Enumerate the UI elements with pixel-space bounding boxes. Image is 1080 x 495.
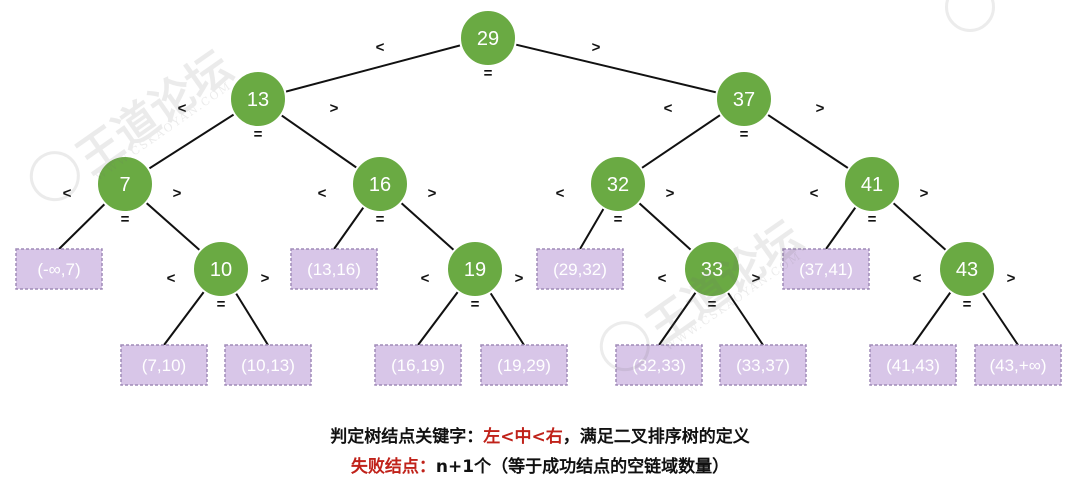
relation-equal-n10: =	[217, 296, 226, 313]
tree-node-7: 7	[96, 155, 154, 213]
relation-left-n16: <	[318, 185, 327, 202]
binary-search-decision-tree: (-∞,7) (7,10) (10,13) (13,16) (16,19) (19,29)…	[15, 9, 1062, 386]
relation-right-n16: >	[428, 185, 437, 202]
tree-node-label: 43	[956, 259, 978, 281]
failure-node-label: (-∞,7)	[37, 260, 80, 279]
caption-line-2: 失败结点：n+1个（等于成功结点的空链域数量）	[0, 452, 1080, 477]
relation-right-n10: >	[261, 270, 270, 287]
failure-node-label: (37,41)	[799, 260, 853, 279]
tree-node-13: 13	[229, 70, 287, 128]
relation-left-n37: <	[664, 100, 673, 117]
failure-node-label: (7,10)	[142, 356, 186, 375]
relation-right-n32: >	[666, 185, 675, 202]
caption-1-prefix: 判定树结点关键字：	[330, 427, 484, 447]
relation-left-n33: <	[658, 270, 667, 287]
tree-node-33: 33	[683, 240, 741, 298]
relation-equal-n16: =	[376, 211, 385, 228]
tree-node-41: 41	[843, 155, 901, 213]
relation-right-n13: >	[330, 100, 339, 117]
tree-node-label: 10	[210, 259, 232, 281]
failure-node-label: (13,16)	[307, 260, 361, 279]
tree-node-label: 13	[247, 89, 269, 111]
tree-node-10: 10	[192, 240, 250, 298]
tree-node-label: 33	[701, 259, 723, 281]
failure-node-f11: (41,43)	[869, 344, 957, 386]
relation-equal-n43: =	[963, 296, 972, 313]
failure-node-f12: (43,+∞)	[974, 344, 1062, 386]
failure-node-label: (29,32)	[553, 260, 607, 279]
failure-node-f6: (19,29)	[480, 344, 568, 386]
relation-left-n29: <	[376, 39, 385, 56]
relation-left-n41: <	[810, 185, 819, 202]
failure-node-f1: (-∞,7)	[15, 248, 103, 290]
relation-left-n43: <	[913, 270, 922, 287]
failure-node-f4: (13,16)	[290, 248, 378, 290]
tree-node-16: 16	[351, 155, 409, 213]
tree-node-label: 37	[733, 89, 755, 111]
caption-2-suffix: n+1个（等于成功结点的空链域数量）	[435, 457, 730, 477]
failure-node-label: (33,37)	[736, 356, 790, 375]
tree-node-43: 43	[938, 240, 996, 298]
relation-equal-n29: =	[484, 65, 493, 82]
tree-node-29: 29	[459, 9, 517, 67]
failure-node-label: (41,43)	[886, 356, 940, 375]
relation-right-n37: >	[816, 100, 825, 117]
tree-node-32: 32	[589, 155, 647, 213]
caption-1-highlight: 左<中<右	[483, 427, 563, 447]
relation-right-n43: >	[1007, 270, 1016, 287]
relation-left-n7: <	[63, 185, 72, 202]
relation-right-n29: >	[592, 39, 601, 56]
failure-node-f3: (10,13)	[224, 344, 312, 386]
relation-right-n19: >	[515, 270, 524, 287]
relation-left-n10: <	[167, 270, 176, 287]
failure-node-f7: (29,32)	[536, 248, 624, 290]
relation-right-n7: >	[173, 185, 182, 202]
tree-node-label: 29	[477, 28, 499, 50]
tree-node-label: 19	[464, 259, 486, 281]
tree-node-37: 37	[715, 70, 773, 128]
tree-node-label: 7	[119, 174, 130, 196]
caption-2-highlight: 失败结点：	[350, 457, 436, 477]
failure-node-f8: (32,33)	[615, 344, 703, 386]
failure-node-f2: (7,10)	[120, 344, 208, 386]
tree-node-label: 41	[861, 174, 883, 196]
relation-left-n32: <	[556, 185, 565, 202]
relation-equal-n19: =	[471, 296, 480, 313]
relation-left-n19: <	[421, 270, 430, 287]
failure-node-label: (19,29)	[497, 356, 551, 375]
failure-node-f5: (16,19)	[374, 344, 462, 386]
relation-right-n33: >	[752, 270, 761, 287]
relation-equal-n13: =	[254, 126, 263, 143]
caption-1-suffix: ，满足二叉排序树的定义	[562, 427, 750, 447]
failure-node-f9: (33,37)	[719, 344, 807, 386]
failure-node-label: (32,33)	[632, 356, 686, 375]
failure-node-label: (43,+∞)	[989, 356, 1046, 375]
failure-node-f10: (37,41)	[782, 248, 870, 290]
relation-equal-n7: =	[121, 211, 130, 228]
tree-node-label: 32	[607, 174, 629, 196]
relation-equal-n37: =	[740, 126, 749, 143]
relation-equal-n33: =	[708, 296, 717, 313]
caption-line-1: 判定树结点关键字：左<中<右，满足二叉排序树的定义	[0, 422, 1080, 447]
relation-equal-n41: =	[868, 211, 877, 228]
tree-node-label: 16	[369, 174, 391, 196]
tree-node-19: 19	[446, 240, 504, 298]
edge-n29-n13	[257, 37, 489, 100]
failure-node-label: (10,13)	[241, 356, 295, 375]
failure-node-label: (16,19)	[391, 356, 445, 375]
edge-n29-n37	[487, 37, 745, 100]
relation-right-n41: >	[920, 185, 929, 202]
relation-left-n13: <	[178, 100, 187, 117]
relation-equal-n32: =	[614, 211, 623, 228]
